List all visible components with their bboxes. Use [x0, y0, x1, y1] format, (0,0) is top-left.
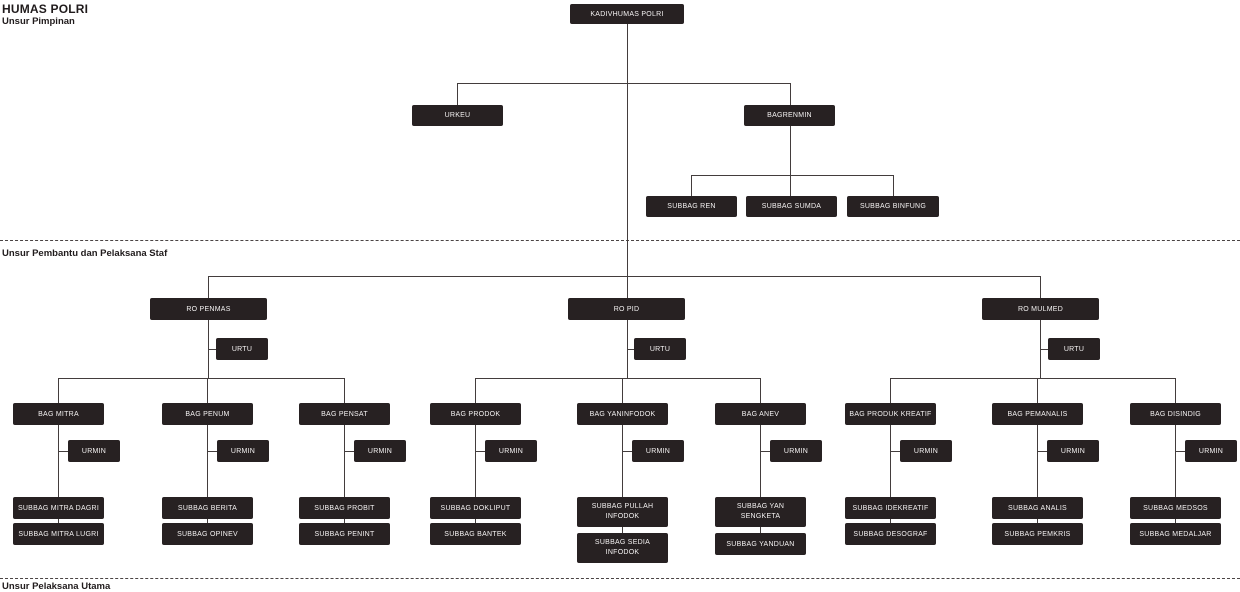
node-bagrenmin: BAGRENMIN — [744, 105, 835, 126]
node-urmin-bag-penum: URMIN — [217, 440, 269, 462]
connector-bag-pensat-vertical — [344, 378, 345, 540]
node-subbag-pemkris: SUBBAG PEMKRIS — [992, 523, 1083, 545]
node-urmin-bag-mitra: URMIN — [68, 440, 120, 462]
section-label-unsur-pembantu: Unsur Pembantu dan Pelaksana Staf — [2, 248, 168, 259]
node-subbag-medaljar: SUBBAG MEDALJAR — [1130, 523, 1221, 545]
node-ro-penmas: RO PENMAS — [150, 298, 267, 320]
connector-ro-mulmed-vertical — [1040, 276, 1041, 378]
node-subbag-binfung: SUBBAG BINFUNG — [847, 196, 939, 217]
node-urmin-bag-prodok: URMIN — [485, 440, 537, 462]
node-bag-mitra: BAG MITRA — [13, 403, 104, 425]
connector-bag-mitra-vertical — [58, 378, 59, 540]
section-label-unsur-pelaksana-utama: Unsur Pelaksana Utama — [2, 581, 111, 592]
connector-urmin-stub-3 — [344, 451, 354, 452]
node-ro-pid: RO PID — [568, 298, 685, 320]
node-subbag-medsos: SUBBAG MEDSOS — [1130, 497, 1221, 519]
connector-urmin-stub-8 — [1037, 451, 1047, 452]
node-subbag-sedia-infodok: SUBBAG SEDIA INFODOK — [577, 533, 668, 563]
connector-mulmed-bags-horizontal — [890, 378, 1176, 379]
connector-subbagren-drop — [691, 175, 692, 196]
node-urtu-mulmed: URTU — [1048, 338, 1100, 360]
connector-renmin-horizontal — [691, 175, 894, 176]
connector-urmin-stub-1 — [58, 451, 68, 452]
connector-urtu-penmas-stub — [208, 349, 216, 350]
page-title: HUMAS POLRI — [2, 2, 89, 16]
node-urmin-bag-produk-kreatif: URMIN — [900, 440, 952, 462]
connector-bag-anev-vertical — [760, 378, 761, 540]
connector-urtu-pid-stub — [627, 349, 635, 350]
connector-urmin-stub-9 — [1175, 451, 1185, 452]
node-bag-yaninfodok: BAG YANINFODOK — [577, 403, 668, 425]
node-subbag-pullah-infodok: SUBBAG PULLAH INFODOK — [577, 497, 668, 527]
connector-urmin-stub-4 — [475, 451, 485, 452]
node-subbag-penint: SUBBAG PENINT — [299, 523, 390, 545]
connector-urmin-stub-6 — [760, 451, 770, 452]
node-bag-pensat: BAG PENSAT — [299, 403, 390, 425]
section-divider-top — [0, 240, 1240, 241]
connector-bag-disindig-vertical — [1175, 378, 1176, 540]
node-bag-pemanalis: BAG PEMANALIS — [992, 403, 1083, 425]
connector-urmin-stub-7 — [890, 451, 900, 452]
node-subbag-mitra-dagri: SUBBAG MITRA DAGRI — [13, 497, 104, 519]
node-subbag-dokliput: SUBBAG DOKLIPUT — [430, 497, 521, 519]
node-subbag-mitra-lugri: SUBBAG MITRA LUGRI — [13, 523, 104, 545]
connector-urmin-stub-2 — [207, 451, 217, 452]
connector-subbagbinfung-drop — [893, 175, 894, 196]
connector-bag-penum-vertical — [207, 378, 208, 540]
node-subbag-yan-sengketa: SUBBAG YAN SENGKETA — [715, 497, 806, 527]
node-subbag-sumda: SUBBAG SUMDA — [746, 196, 837, 217]
node-urtu-penmas: URTU — [216, 338, 268, 360]
node-urmin-bag-pemanalis: URMIN — [1047, 440, 1099, 462]
node-subbag-probit: SUBBAG PROBIT — [299, 497, 390, 519]
section-label-unsur-pimpinan: Unsur Pimpinan — [2, 16, 75, 27]
connector-ro-penmas-vertical — [208, 276, 209, 378]
node-ro-mulmed: RO MULMED — [982, 298, 1099, 320]
connector-pid-bags-horizontal — [475, 378, 761, 379]
connector-bagrenmin-vertical — [790, 83, 791, 196]
node-urmin-bag-pensat: URMIN — [354, 440, 406, 462]
node-bag-produk-kreatif: BAG PRODUK KREATIF — [845, 403, 936, 425]
node-bag-penum: BAG PENUM — [162, 403, 253, 425]
connector-bag-prodkreatif-vertical — [890, 378, 891, 540]
node-subbag-opinev: SUBBAG OPINEV — [162, 523, 253, 545]
section-divider-bottom — [0, 578, 1240, 579]
node-subbag-bantek: SUBBAG BANTEK — [430, 523, 521, 545]
node-urmin-bag-yaninfodok: URMIN — [632, 440, 684, 462]
node-subbag-desograf: SUBBAG DESOGRAF — [845, 523, 936, 545]
node-bag-anev: BAG ANEV — [715, 403, 806, 425]
node-urkeu: URKEU — [412, 105, 503, 126]
node-subbag-ren: SUBBAG REN — [646, 196, 737, 217]
connector-biro-horizontal — [208, 276, 1041, 277]
connector-urmin-stub-5 — [622, 451, 632, 452]
node-urtu-pid: URTU — [634, 338, 686, 360]
connector-bag-prodok-vertical — [475, 378, 476, 540]
connector-bag-pemanalis-vertical — [1037, 378, 1038, 540]
connector-urkeu-drop — [457, 83, 458, 105]
connector-level2-horizontal — [457, 83, 791, 84]
connector-urtu-mulmed-stub — [1040, 349, 1048, 350]
connector-root-vertical — [627, 24, 628, 378]
node-bag-disindig: BAG DISINDIG — [1130, 403, 1221, 425]
connector-bag-yaninfodok-vertical — [622, 378, 623, 540]
node-kadivhumas-polri: KADIVHUMAS POLRI — [570, 4, 684, 24]
node-bag-prodok: BAG PRODOK — [430, 403, 521, 425]
node-urmin-bag-anev: URMIN — [770, 440, 822, 462]
node-subbag-analis: SUBBAG ANALIS — [992, 497, 1083, 519]
node-urmin-bag-disindig: URMIN — [1185, 440, 1237, 462]
node-subbag-yanduan: SUBBAG YANDUAN — [715, 533, 806, 555]
connector-penmas-bags-horizontal — [58, 378, 345, 379]
node-subbag-idekreatif: SUBBAG IDEKREATIF — [845, 497, 936, 519]
node-subbag-berita: SUBBAG BERITA — [162, 497, 253, 519]
